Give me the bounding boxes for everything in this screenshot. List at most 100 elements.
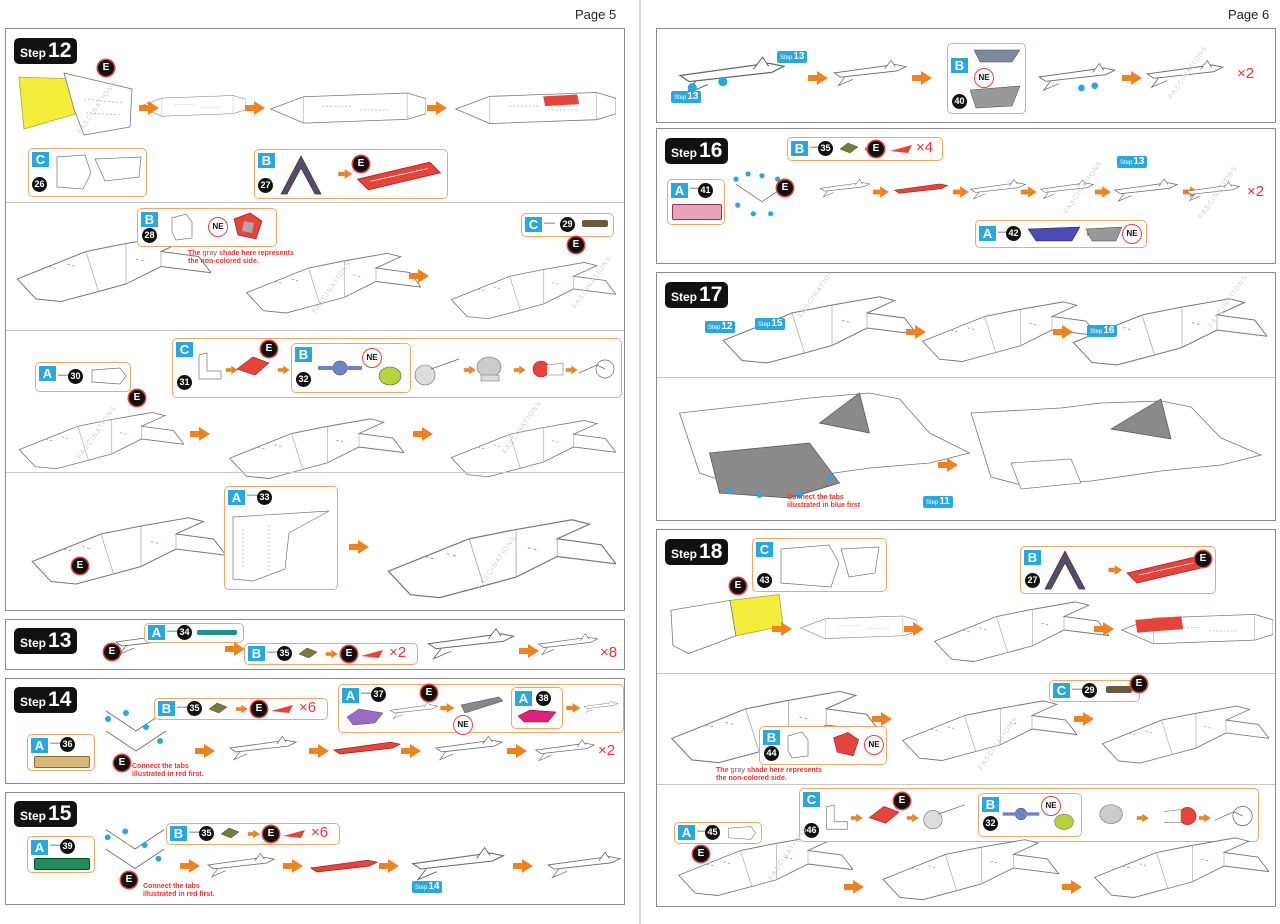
part-number: 37 [371,687,386,702]
ref-word: Step [708,325,721,331]
step-arrow [325,649,338,659]
multiplier: ×2 [1237,65,1255,82]
step-14-badge: Step 14 [14,687,78,713]
yellow-green-part [1051,810,1077,832]
note-text: illustrated in red first. [132,771,204,778]
yellow-green-part [376,362,404,388]
multiplier: ×2 [389,644,407,661]
e-tag: E [868,141,884,157]
part-number: 29 [560,217,575,232]
fuselage-with-wing [224,407,404,487]
step-arrow [349,540,369,554]
step-13-badge: Step 13 [14,628,78,654]
ne-tag: NE [362,348,382,368]
step-arrow [247,829,260,839]
separator: — [690,182,701,194]
olive-part [207,701,229,715]
sheet-letter: B [258,153,275,168]
ref-word: Step [674,95,687,101]
step-arrow [519,644,539,658]
page-number-left: Page 5 [575,7,617,22]
tan-rack-part [34,756,90,768]
step-arrow [904,622,924,636]
fuselage-nose-yellow [669,584,787,666]
part-box-shape [168,212,196,242]
part-callout-a33: A — 33 [224,486,338,590]
part-large-flat [229,509,333,585]
step-arrow [180,859,200,873]
step-arrow [912,71,932,85]
e-tag: E [72,558,88,574]
part-wheel-gray [1090,801,1136,831]
fuselage-with-wing [1097,690,1269,776]
step-arrow [309,744,329,758]
step-number: 18 [699,540,723,563]
note-text: Connect the tabs [787,494,844,501]
ne-tag: NE [1122,224,1142,244]
part-callout-a41: A — 41 [667,179,725,225]
gray-plate-part [972,48,1022,64]
magenta-part [516,708,558,724]
step-number: 17 [699,283,723,306]
ref-word: Step [758,322,771,328]
part-callout-b32: B 32 NE [291,343,411,393]
step-arrow [513,365,526,375]
part-box-red [830,729,864,761]
part-number: 32 [983,816,998,831]
step-arrow [772,622,792,636]
step-arrow [427,101,447,115]
step-arrow [1198,813,1211,823]
part-number: 27 [1025,573,1040,588]
ref-number: 16 [1103,325,1115,336]
sheet-letter: C [176,342,193,357]
part-number: 31 [177,375,192,390]
part-number: 44 [764,746,779,761]
ne-tag: NE [453,715,473,735]
ne-tag: NE [1041,796,1061,816]
step-14-panel: Step 14 A — 36 E Connect the tabs illust… [5,678,625,784]
note-text: illustrated in blue first [787,502,861,509]
note-text: the non-colored side. [188,258,259,265]
separator: — [267,646,278,658]
e-tag: E [121,872,137,888]
part-seat-shape [195,351,225,383]
part-callout-c31-b32: C 31 E B 32 NE [172,338,622,398]
part-callout-b40: B 40 NE [947,43,1026,114]
missile-rack-figure [228,729,298,769]
multiplier: ×6 [299,699,317,716]
part-wheel-gray [473,353,509,385]
step-arrow [1136,813,1149,823]
part-number: 28 [142,228,157,243]
tabs-blue-note: Connect the tabs illustrated in blue fir… [787,494,860,510]
part-number: 43 [757,573,772,588]
step-arrow [872,712,892,726]
olive-part [297,646,319,660]
e-tag: E [1131,676,1147,692]
multiplier: ×2 [1247,183,1265,200]
red-small-part [359,648,385,660]
sheet-letter: B [982,797,999,812]
sheet-letter: C [756,542,773,557]
part-callout-a36: A — 36 [27,734,95,771]
part-box-shape [784,730,812,760]
part-number: 33 [257,490,272,505]
step-arrow [225,642,245,656]
e-tag: E [98,60,114,76]
part-number: 39 [60,839,75,854]
teal-missile-part [197,630,237,635]
separator: — [810,141,821,153]
part-callout-b28: B 28 NE [137,208,277,247]
step-arrow [850,813,863,823]
step-word: Step [20,809,47,823]
note-text: The [716,767,731,774]
part-callout-b35: B — 35 E ×2 [244,643,418,665]
missile-rack-figure [546,847,622,885]
step-arrow [513,859,533,873]
step-12-panel: Step 12 E C 26 B 27 E FASCINATIONS B 28 … [5,28,625,611]
